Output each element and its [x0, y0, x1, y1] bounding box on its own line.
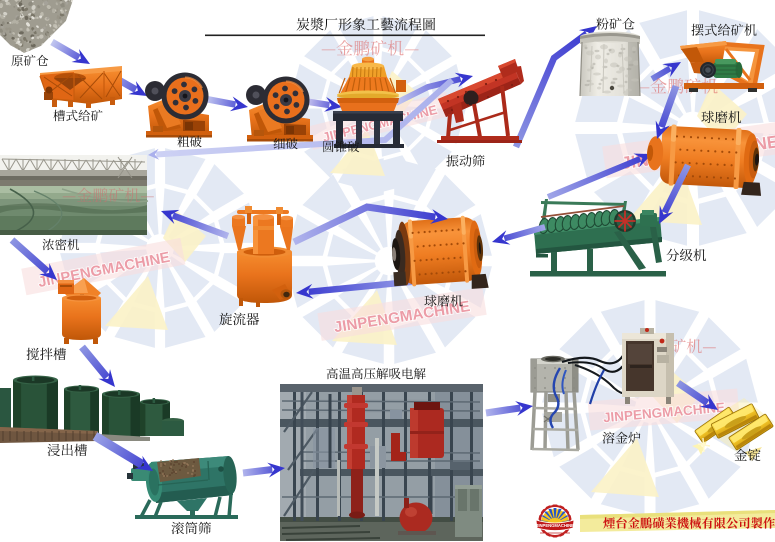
- svg-text:JINPENGMACHINE: JINPENGMACHINE: [536, 523, 574, 528]
